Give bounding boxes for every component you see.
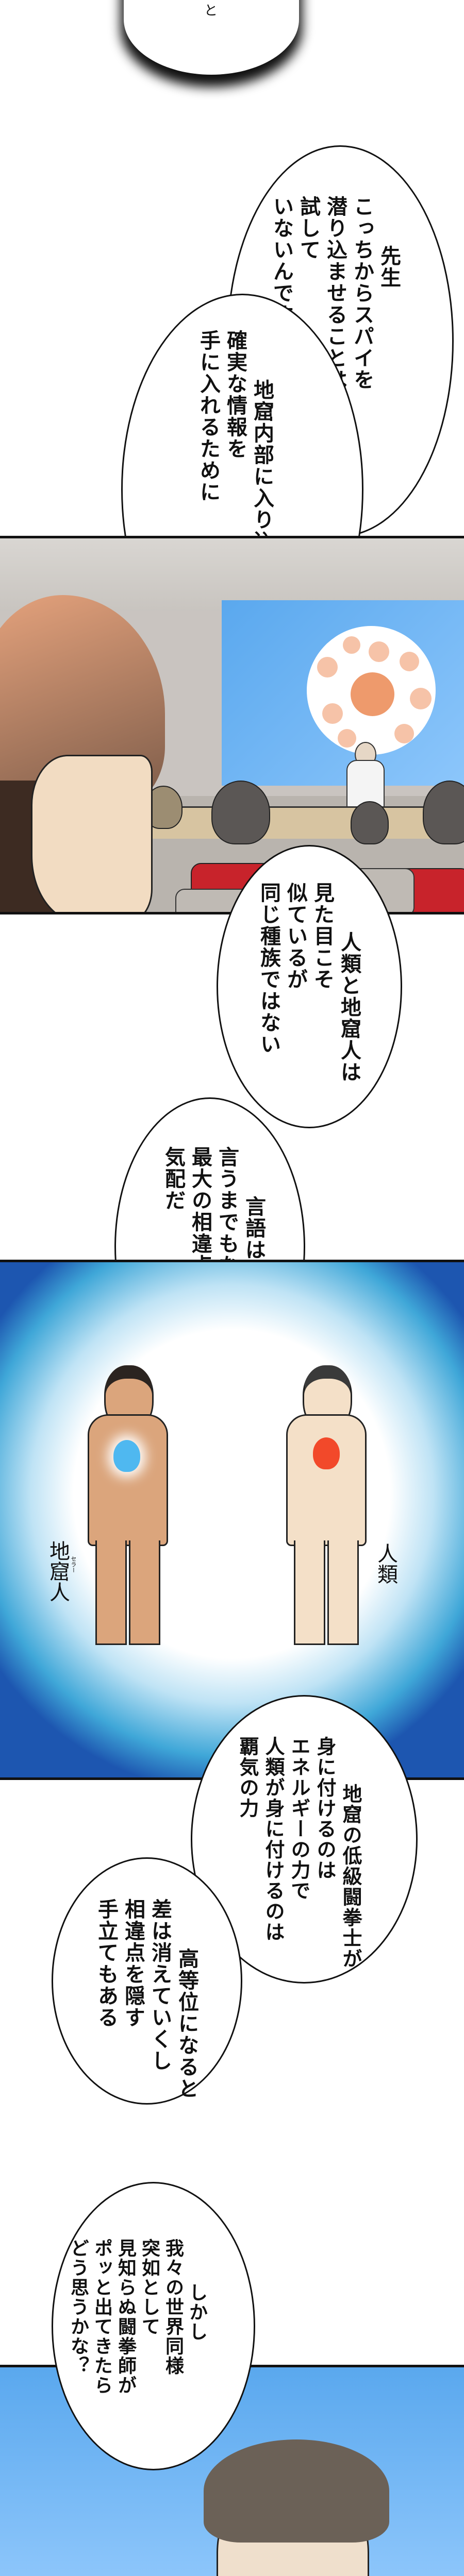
diagram-core bbox=[351, 672, 394, 716]
label-sera-ruby: セラー bbox=[70, 1556, 77, 1573]
burst-mark-text: と bbox=[204, 3, 218, 19]
panel-diagram: 地窟人 セラー 人類 bbox=[0, 1260, 464, 1780]
desk bbox=[129, 806, 464, 839]
speech-bubble-7 bbox=[52, 2182, 255, 2470]
bubble-5-text: 地窟の低級闘拳士が身に付けるのはエネルギーの力で人類が身に付けるのは覇気の力 bbox=[236, 1736, 362, 1969]
speech-bubble-3 bbox=[217, 845, 402, 1128]
speech-bubble-6 bbox=[52, 1857, 242, 2105]
label-human: 人類 bbox=[374, 1543, 397, 1584]
figure-sera bbox=[77, 1355, 180, 1645]
bubble-3-text: 人類と地窟人は見た目こそ似ているが同じ種族ではない bbox=[257, 882, 361, 1083]
figure-human bbox=[276, 1355, 379, 1645]
blue-flame-icon bbox=[113, 1440, 140, 1472]
screen-diagram bbox=[307, 626, 436, 755]
label-sera: 地窟人 bbox=[46, 1540, 70, 1602]
projector-screen bbox=[222, 600, 464, 786]
red-flame-icon bbox=[313, 1437, 340, 1469]
student-face bbox=[31, 755, 153, 912]
teacher-hair bbox=[204, 2439, 389, 2543]
panel-classroom bbox=[0, 536, 464, 914]
bubble-6-text: 高等位になると差は消えていくし相違点を隠す手立てもある bbox=[94, 1899, 198, 2099]
bubble-7-text: しかし我々の世界同様突如として見知らぬ闘拳師がポッと出てきたらどう思うかな？ bbox=[68, 2239, 207, 2395]
